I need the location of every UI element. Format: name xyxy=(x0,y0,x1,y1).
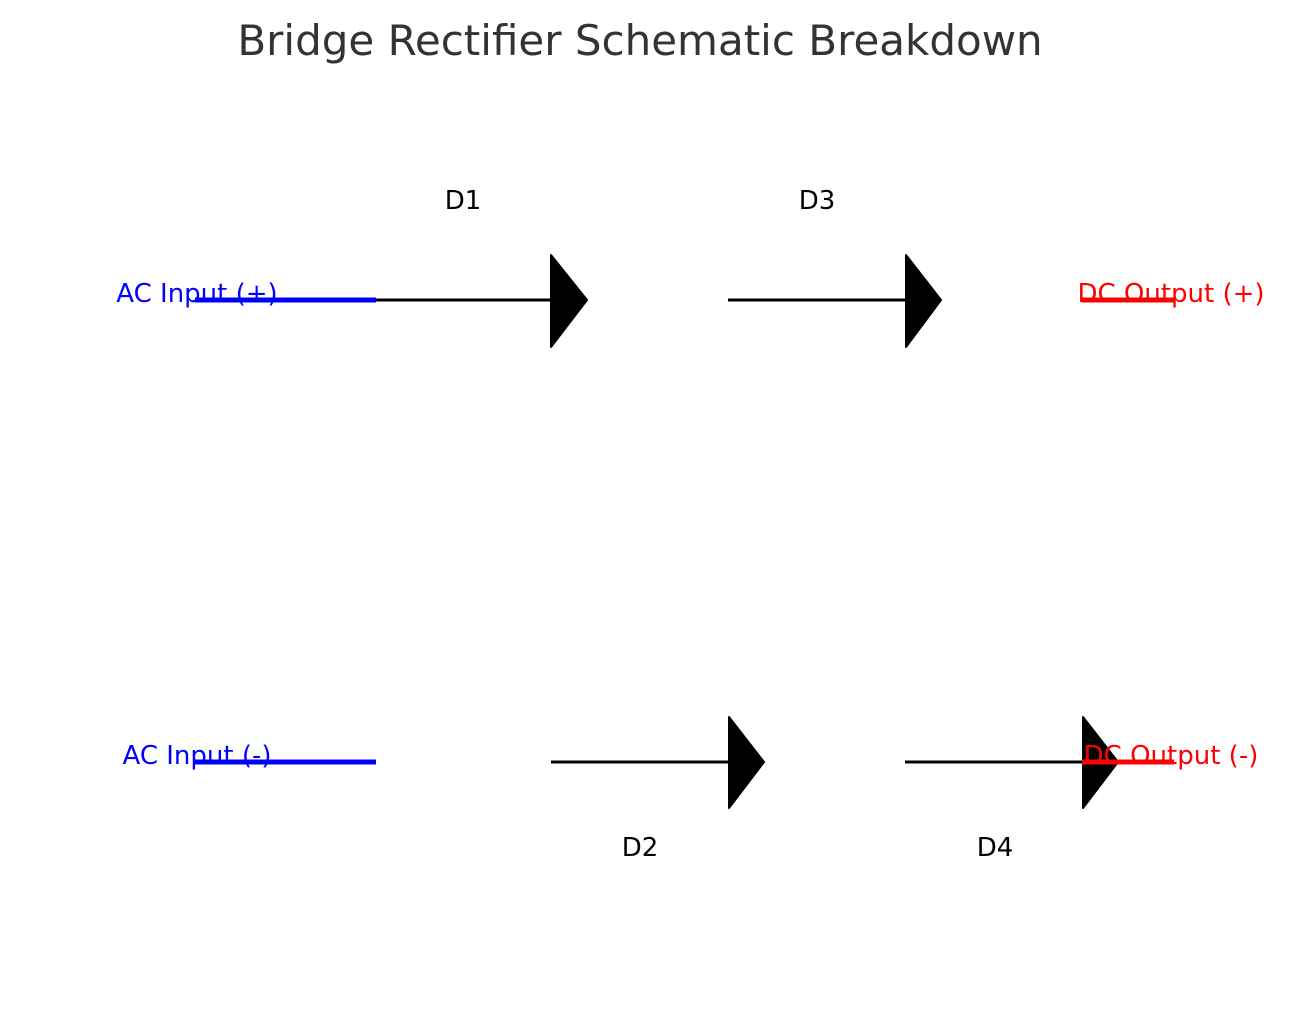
diode-d3-symbol xyxy=(905,254,942,348)
diode-d2-label: D2 xyxy=(622,833,659,863)
terminal-dc-output-negative: DC Output (-) xyxy=(1082,741,1258,771)
terminal-dc-output-positive: DC Output (+) xyxy=(1077,279,1264,309)
diode-d3-label: D3 xyxy=(799,186,836,216)
diode-d1-label: D1 xyxy=(445,186,482,216)
diode-d1: D1 xyxy=(375,186,588,348)
terminal-ac-input-positive: AC Input (+) xyxy=(116,279,376,309)
diode-d2-symbol xyxy=(728,716,765,809)
diode-d2: D2 xyxy=(551,716,765,863)
terminal-ac-input-negative: AC Input (-) xyxy=(122,741,376,771)
dc-output-positive-label: DC Output (+) xyxy=(1077,279,1264,309)
diagram-title: Bridge Rectifier Schematic Breakdown xyxy=(237,16,1042,65)
diode-d4: D4 xyxy=(905,716,1119,863)
diode-d4-label: D4 xyxy=(977,833,1014,863)
dc-output-negative-label: DC Output (-) xyxy=(1084,741,1259,771)
ac-input-positive-label: AC Input (+) xyxy=(116,279,277,309)
diode-d3: D3 xyxy=(728,186,942,348)
ac-input-negative-label: AC Input (-) xyxy=(122,741,271,771)
diode-d1-symbol xyxy=(550,254,588,348)
